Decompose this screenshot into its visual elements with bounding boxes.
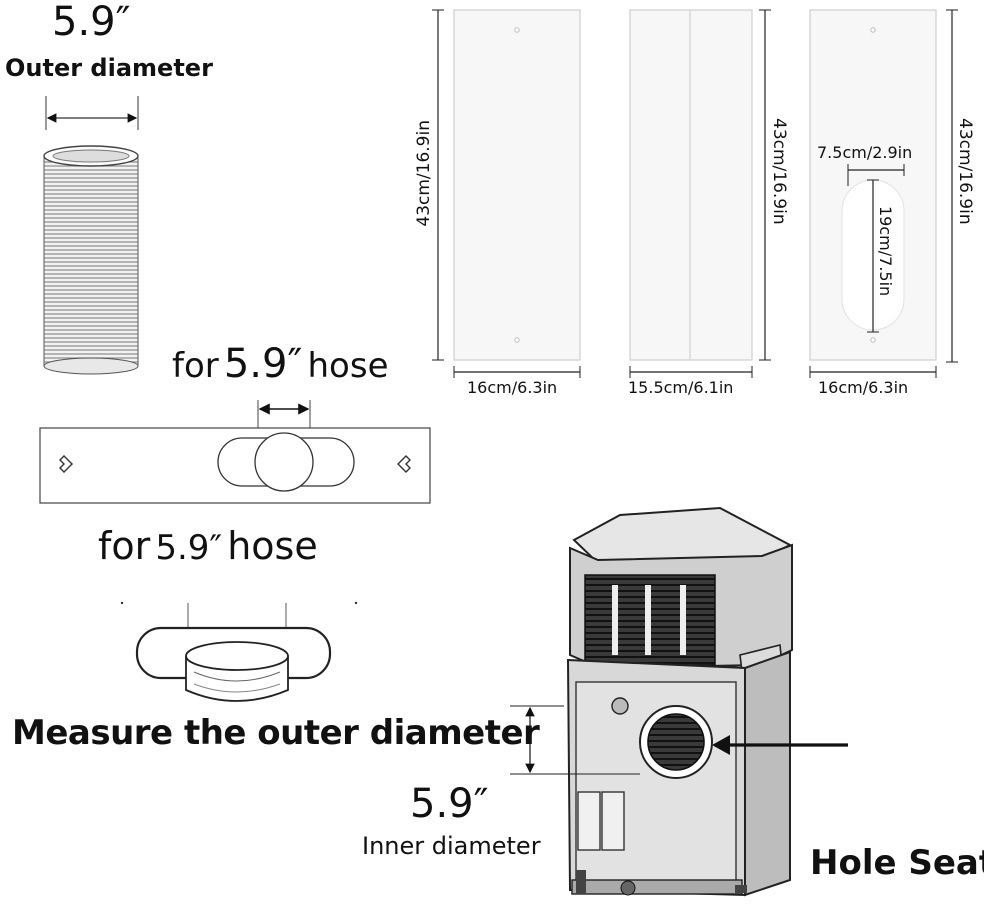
plate-caption-size: 5.9″	[223, 341, 303, 387]
panel-3-width: 16cm/6.3in	[818, 378, 909, 397]
panel-2-height: 43cm/16.9in	[769, 118, 789, 225]
window-panel-1	[432, 9, 581, 378]
window-seal-plate	[39, 400, 431, 504]
measure-instruction: Measure the outer diameter	[12, 713, 540, 753]
inner-diameter-value: 5.9″	[410, 781, 489, 827]
adapter-caption-size: 5.9″	[155, 528, 223, 568]
panel-1-width: 16cm/6.3in	[467, 378, 558, 397]
plate-caption-suffix: hose	[307, 346, 389, 386]
hose-adapter	[120, 601, 358, 702]
window-panel-2	[629, 9, 771, 378]
panel-3-height: 43cm/16.9in	[955, 118, 975, 225]
hose-diameter-value: 5.9″	[52, 0, 131, 45]
portable-ac-unit	[510, 506, 848, 897]
outer-diameter-label: Outer diameter	[5, 54, 213, 82]
exhaust-hose	[43, 96, 139, 375]
adapter-caption: for 5.9″ hose	[98, 527, 318, 565]
plate-caption: for 5.9″ hose	[172, 344, 388, 384]
adapter-caption-prefix: for	[98, 524, 151, 568]
window-panel-3	[809, 9, 958, 378]
panel-1-height: 43cm/16.9in	[414, 120, 434, 227]
hole-seat-label: Hole Seat	[810, 843, 984, 883]
adapter-caption-suffix: hose	[227, 524, 318, 568]
panel-3-hole-height: 19cm/7.5in	[876, 206, 895, 297]
inner-diameter-label: Inner diameter	[362, 832, 541, 860]
plate-caption-prefix: for	[172, 346, 219, 386]
panel-2-width: 15.5cm/6.1in	[628, 378, 734, 397]
panel-3-hole-width: 7.5cm/2.9in	[817, 143, 913, 162]
